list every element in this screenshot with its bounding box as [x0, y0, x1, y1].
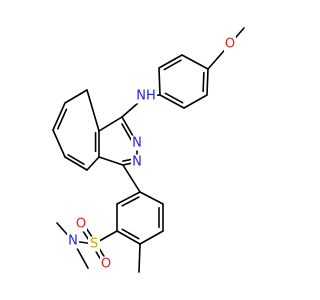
- amine-nh-label-bg: [135, 88, 157, 104]
- bond-layer: [52, 27, 245, 273]
- methoxy-oxygen-label: O: [225, 37, 235, 52]
- bond-ring-a-double-3: [163, 59, 182, 71]
- sulfonamide-nitrogen-label-bg: [67, 233, 79, 249]
- bond-phthalazine-to-aryl: [122, 164, 141, 193]
- bond-ring-r-2: [139, 230, 164, 245]
- bond-benzo-4: [52, 129, 66, 158]
- sulfonamide-nitrogen-label: N: [68, 234, 78, 249]
- phthalazine-n3-label: N: [132, 155, 142, 170]
- bond-ring-a-4: [158, 54, 183, 69]
- methoxy-oxygen-label-bg: [224, 36, 236, 52]
- bond-benzo-double-1: [56, 108, 68, 130]
- phthalazine-n2-label-bg: [131, 135, 143, 151]
- bond-ring-a-double-2: [164, 92, 184, 104]
- bond-pyridazine-double-1: [121, 123, 134, 144]
- bond-benzo-1: [86, 89, 100, 132]
- sulfonyl-oxygen-1-label: O: [76, 217, 86, 232]
- bond-ring-a-3: [158, 67, 161, 96]
- sulfonyl-oxygen-2-label-bg: [100, 256, 112, 272]
- amine-nh-label: NH: [136, 89, 156, 104]
- bond-ring-r-3: [116, 230, 141, 245]
- bond-ring-r-5: [116, 191, 141, 205]
- bond-pyridazine-3: [98, 156, 124, 166]
- bond-ring-r-double-2: [121, 228, 140, 240]
- sulfonyl-oxygen-2-label: O: [101, 257, 111, 272]
- bond-ring-a-5: [181, 54, 209, 70]
- bond-ring-a-double-1: [202, 71, 205, 93]
- phthalazine-n3-label-bg: [131, 154, 143, 170]
- bond-ring-a-2: [159, 94, 185, 109]
- bond-ring-r-0: [139, 191, 164, 205]
- bond-benzo-3: [52, 102, 66, 131]
- bond-pyridazine-5: [98, 116, 123, 132]
- bond-benzo-2: [64, 89, 88, 104]
- bond-benzo-6: [86, 156, 100, 171]
- sulfur-label-bg: [88, 236, 100, 252]
- bond-ring-a-0: [206, 68, 209, 96]
- bond-ring-r-double-3: [121, 196, 140, 207]
- bond-benzo-5: [64, 156, 88, 171]
- sulfonyl-oxygen-1-label-bg: [75, 216, 87, 232]
- sulfur-label: S: [90, 237, 98, 252]
- bond-ring-a-1: [183, 94, 208, 109]
- bond-benzo-double-2: [67, 154, 85, 165]
- bond-ring-to-methyl: [138, 243, 141, 273]
- phthalazine-n2-label: N: [132, 136, 142, 151]
